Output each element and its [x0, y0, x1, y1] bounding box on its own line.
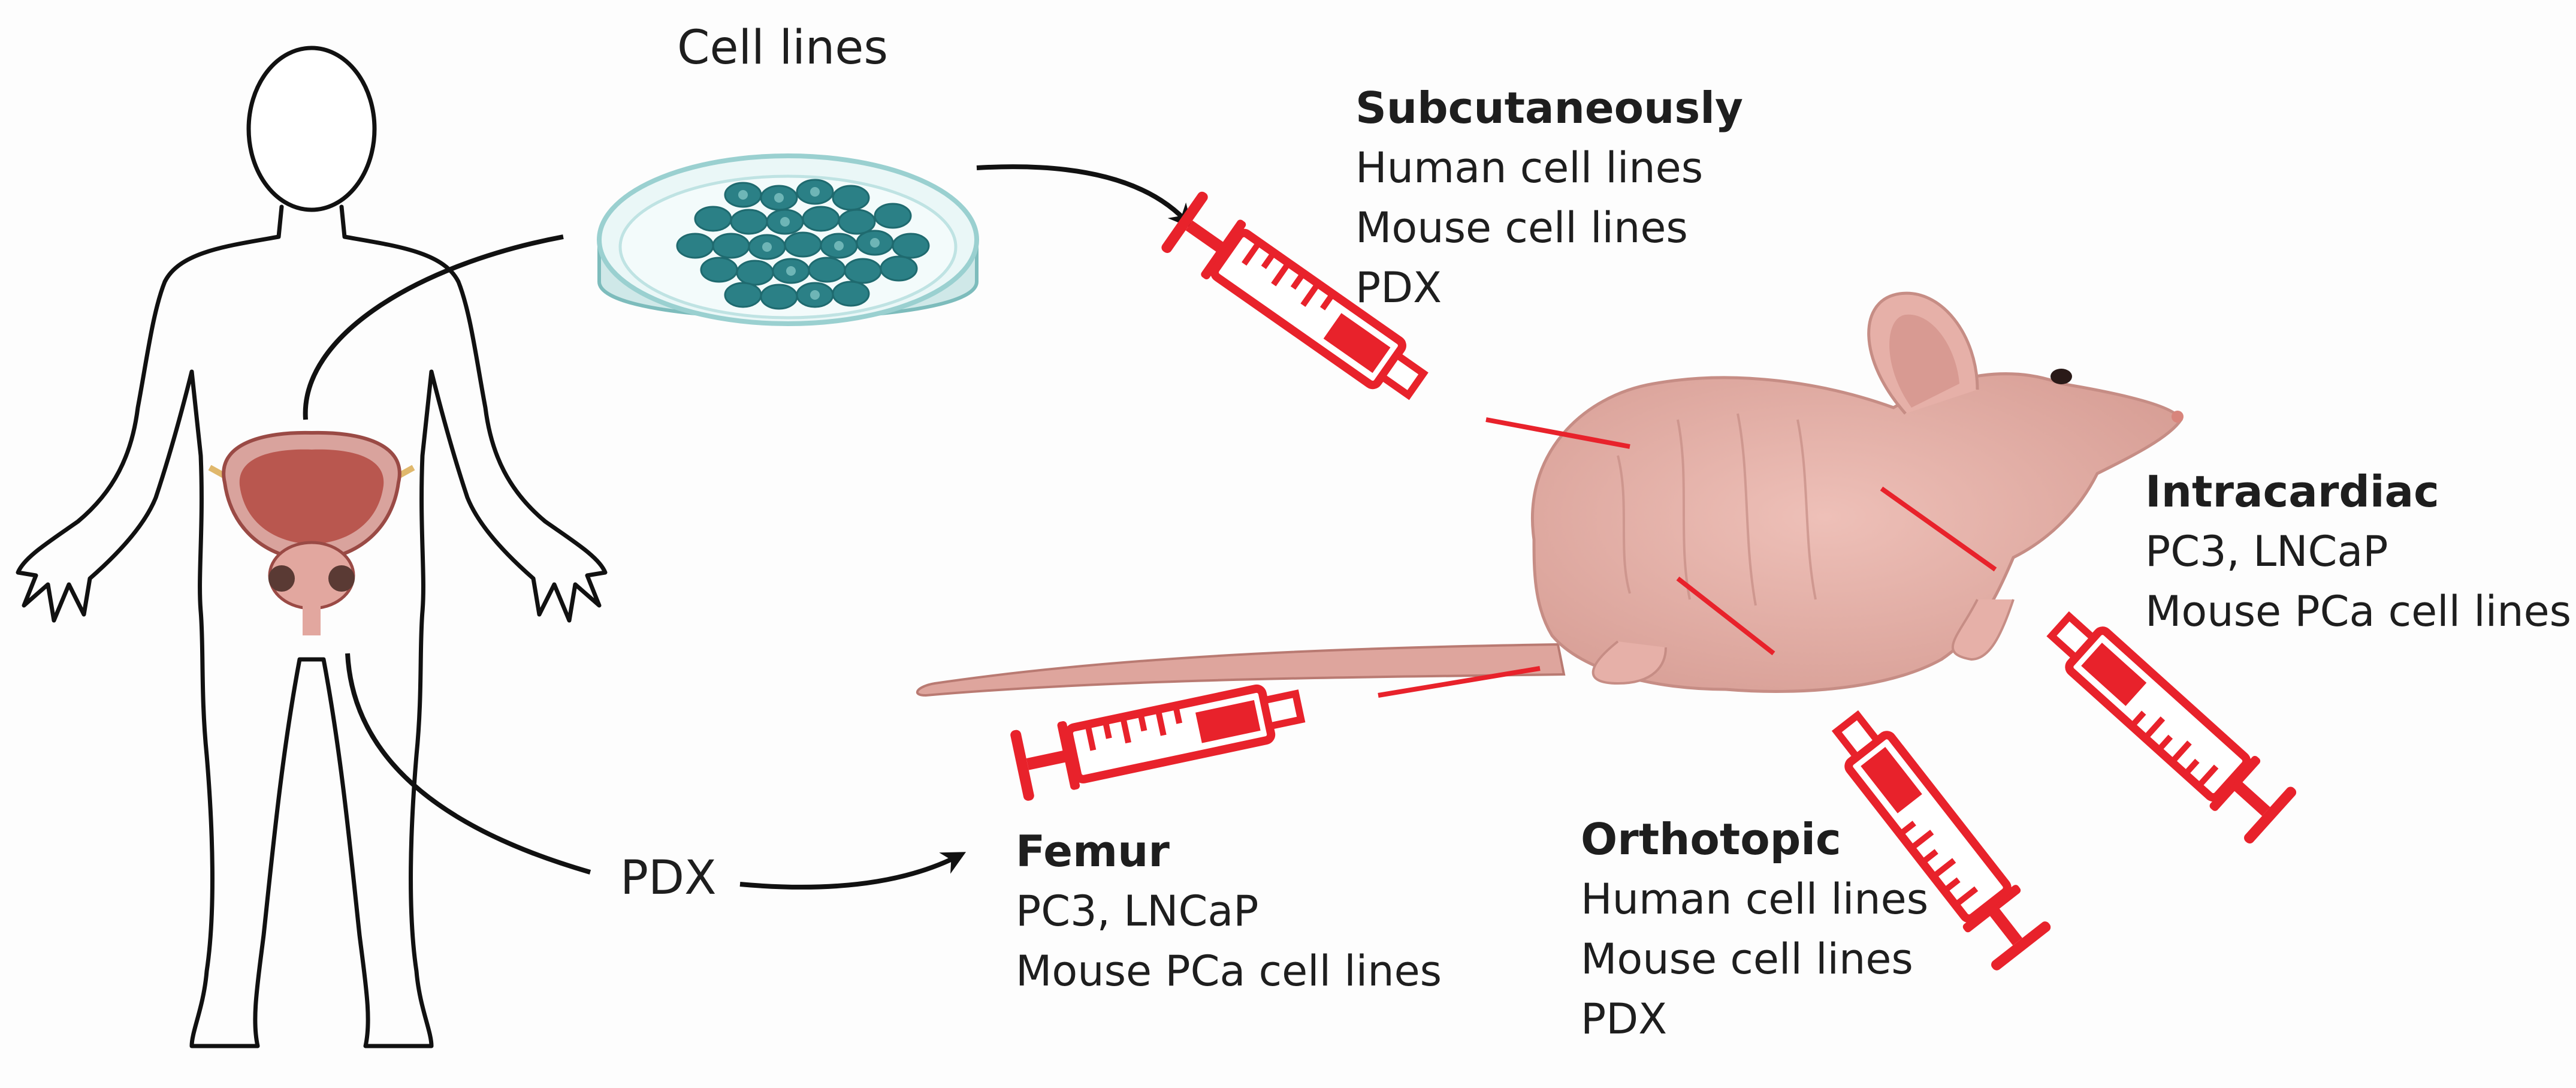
route-line: Human cell lines [1355, 143, 1704, 192]
route-femur: Femur PC3, LNCaP Mouse PCa cell lines [1016, 821, 1442, 1001]
syringe-intracardiac-icon [1880, 486, 2298, 845]
route-title: Intracardiac [2145, 466, 2439, 517]
route-orthotopic: Orthotopic Human cell lines Mouse cell l… [1581, 809, 1928, 1049]
route-title: Orthotopic [1581, 814, 1841, 864]
route-intracardiac: Intracardiac PC3, LNCaP Mouse PCa cell l… [2145, 462, 2571, 641]
route-line: Mouse cell lines [1581, 935, 1913, 984]
connector-body-to-dish [303, 234, 564, 420]
route-title: Femur [1016, 826, 1170, 876]
nude-mouse-icon [916, 291, 2184, 697]
route-title: Subcutaneously [1355, 83, 1743, 133]
arrow-to-femur [739, 852, 967, 890]
petri-dish-icon [597, 153, 979, 326]
connector-body-to-pdx [345, 653, 591, 875]
route-line: PDX [1355, 263, 1442, 312]
prostate-illustration-icon [208, 430, 415, 635]
syringe-femur-icon [1010, 666, 1541, 801]
route-line: Mouse PCa cell lines [2145, 587, 2572, 636]
route-line: Mouse PCa cell lines [1016, 947, 1442, 996]
label-cell-lines: Cell lines [677, 21, 888, 75]
label-pdx: PDX [620, 851, 717, 905]
route-line: PC3, LNCaP [2145, 527, 2388, 576]
route-subcutaneously: Subcutaneously Human cell lines Mouse ce… [1355, 78, 1743, 318]
cell-cluster [676, 179, 930, 310]
route-line: PC3, LNCaP [1016, 887, 1259, 936]
arrow-to-subcutaneous [976, 164, 1193, 229]
syringe-subcutaneous-icon [1159, 190, 1630, 449]
route-line: Human cell lines [1581, 875, 1929, 924]
syringe-orthotopic-icon [1676, 576, 2052, 972]
route-line: PDX [1581, 994, 1668, 1044]
human-body-outline-icon [16, 46, 608, 1048]
route-line: Mouse cell lines [1355, 203, 1688, 252]
